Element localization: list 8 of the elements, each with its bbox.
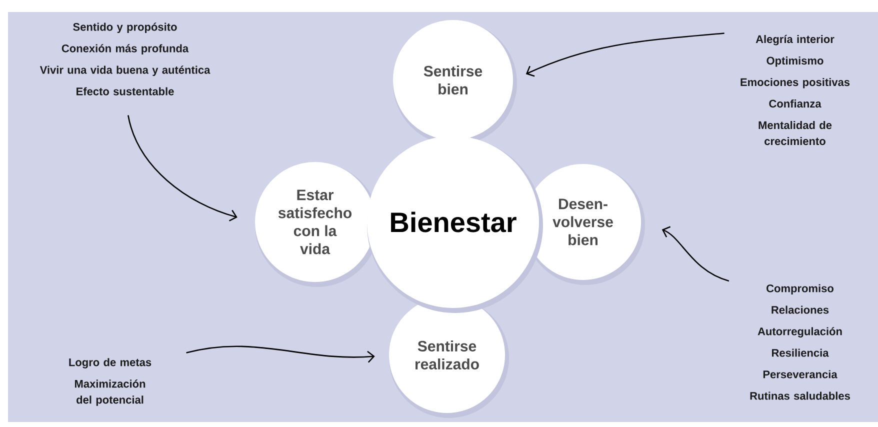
text-list: Compromiso Relaciones Autorregulación Resiliencia Perseverancia Rutinas saludables (750, 284, 850, 400)
arrow (186, 346, 375, 363)
text-list: Sentido y propósito Conexión más profunda Vivir una vida buena y auténtica Efecto sustentable (40, 22, 210, 96)
text-list: Logro de metas Maximización del potencial (69, 358, 152, 406)
arrow (128, 115, 238, 222)
text-list: Alegría interior Optimismo Emociones positivas Confianza Mentalidad de crecimiento (740, 34, 850, 146)
arrow (662, 226, 730, 282)
arrow (526, 32, 724, 77)
